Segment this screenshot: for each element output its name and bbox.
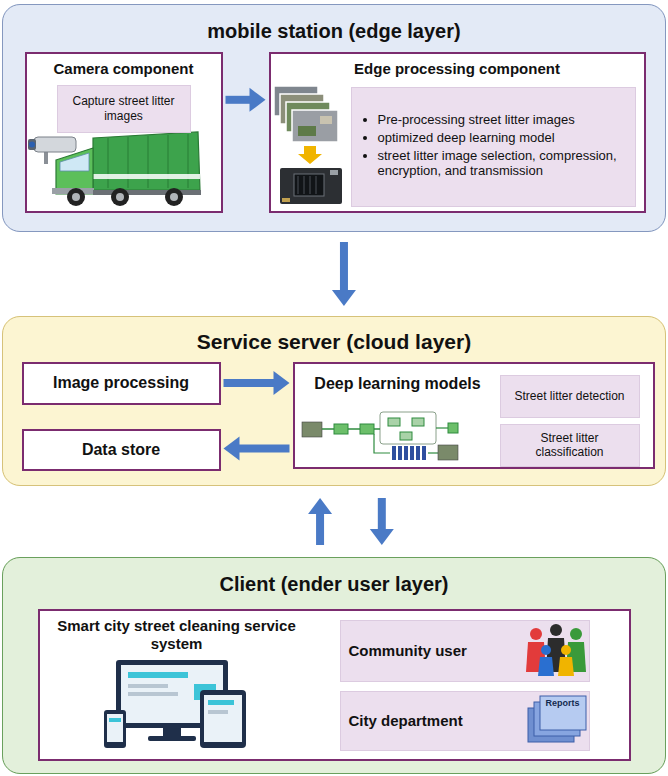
- box-text: Community user: [349, 642, 467, 660]
- flow-arrow: [370, 498, 394, 545]
- flow-arrow: [224, 437, 290, 461]
- layer-band: Client (ender user layer) Smart city str…: [2, 557, 666, 774]
- arrow-shaft: [316, 513, 324, 545]
- layer-band: mobile station (edge layer) Camera compo…: [2, 4, 666, 232]
- arrow-shaft: [378, 498, 386, 530]
- box-title: Smart city street cleaning service syste…: [52, 617, 302, 653]
- function-list-box: Pre-processing street litter images optim…: [351, 87, 636, 207]
- bullet-item: street litter image selection, compressi…: [378, 148, 625, 179]
- box-text: City department: [349, 712, 463, 730]
- box-text: Data store: [82, 440, 160, 459]
- user-box: City department Reports: [340, 691, 590, 751]
- arrow-head: [274, 371, 290, 395]
- arrow-head: [250, 88, 266, 112]
- flow-arrow: [224, 371, 290, 395]
- layer-band: Service server (cloud layer) Image proces…: [2, 316, 666, 486]
- arrow-shaft: [340, 242, 348, 291]
- layer-title: Edge processing component: [271, 60, 644, 78]
- arrow-head: [370, 529, 394, 545]
- model-box: Deep learning modelsStreet litter detect…: [293, 362, 655, 469]
- arrow-head: [308, 498, 332, 514]
- box-text: Capture street litter images: [66, 94, 182, 123]
- process-box: Image processing: [22, 362, 221, 405]
- box-title: Deep learning models: [303, 374, 493, 393]
- layer-title: Client (ender user layer): [3, 572, 665, 596]
- arrow-head: [332, 290, 356, 306]
- layer-title: Service server (cloud layer): [3, 329, 665, 354]
- flow-arrow: [226, 88, 266, 112]
- bullet-item: optimized deep learning model: [378, 130, 625, 146]
- model-function-box: Street litter detection: [500, 375, 640, 418]
- layer-title: Camera component: [27, 60, 221, 78]
- arrow-head: [224, 437, 240, 461]
- component-box: Edge processing componentPre-processing …: [269, 52, 646, 213]
- storage-box: Data store: [22, 429, 221, 471]
- function-box: Capture street litter images: [57, 85, 191, 133]
- bullet-item: Pre-processing street litter images: [378, 112, 625, 128]
- box-text: Street litter detection: [514, 389, 624, 403]
- layer-title: mobile station (edge layer): [3, 19, 665, 43]
- icon-label: Reports: [540, 698, 586, 708]
- component-box: Camera componentCapture street litter im…: [25, 52, 223, 213]
- arrow-shaft: [226, 96, 251, 104]
- user-box: Community user: [340, 620, 590, 682]
- model-function-box: Street litter classification: [500, 424, 640, 467]
- system-box: Smart city street cleaning service syste…: [38, 609, 631, 761]
- arrow-shaft: [239, 445, 290, 453]
- arrow-shaft: [224, 379, 275, 387]
- flow-arrow: [308, 498, 332, 545]
- box-text: Image processing: [53, 373, 189, 392]
- box-text: Street litter classification: [509, 431, 631, 460]
- bullet-list: Pre-processing street litter images optim…: [352, 106, 635, 186]
- flow-arrow: [332, 242, 356, 306]
